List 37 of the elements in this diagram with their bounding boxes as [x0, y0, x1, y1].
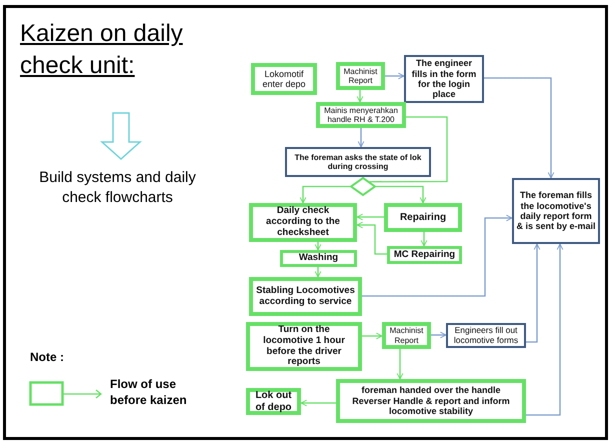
process-box: The foreman fills the locomotive's daily report form & is sent by e-mail: [512, 178, 600, 244]
arrow: [526, 244, 564, 416]
process-box: The engineer fills in the form for the login place: [404, 55, 484, 103]
arrow: [300, 186, 350, 204]
arrow: [358, 128, 364, 148]
process-box: Repairing: [384, 203, 462, 232]
arrow: [526, 244, 540, 343]
process-box: Lok out of depo: [246, 388, 301, 415]
arrow: [431, 332, 446, 338]
arrow: [484, 77, 554, 178]
note-heading: Note :: [30, 350, 65, 366]
process-box: Stabling Locomotives according to service: [249, 277, 362, 316]
arrow: [396, 349, 404, 380]
process-box: MC Repairing: [387, 246, 462, 264]
arrow: [376, 186, 426, 204]
process-box: Machinist Report: [336, 62, 385, 90]
arrow: [362, 214, 512, 297]
process-box: Lokomotif enter depo: [251, 63, 317, 95]
process-box: Mainis menyerahkan handle RH & T.200: [316, 102, 406, 128]
arrow: [356, 214, 384, 220]
process-box: Engineers fill out locomotive forms: [446, 323, 526, 348]
process-box: foreman handed over the handle Reverser Handle & report and inform locomotive stability: [336, 379, 526, 423]
process-box: Machinist Report: [382, 322, 431, 349]
arrow: [362, 332, 382, 340]
arrow: [314, 267, 322, 278]
process-box: Daily check according to the checksheet: [249, 203, 357, 242]
caption-text: Build systems and daily check flowcharts: [38, 168, 197, 207]
legend-label: Flow of use before kaizen: [110, 376, 188, 408]
arrow: [420, 232, 428, 246]
arrow: [314, 242, 322, 250]
arrow: [300, 400, 336, 406]
title: Kaizen on daily check unit:: [20, 19, 184, 82]
process-box: Turn on the locomotive 1 hour before the driver reports: [246, 322, 362, 371]
arrow: [356, 222, 387, 255]
arrow: [356, 90, 364, 102]
process-box: Washing: [280, 250, 357, 267]
arrow: [385, 72, 404, 80]
